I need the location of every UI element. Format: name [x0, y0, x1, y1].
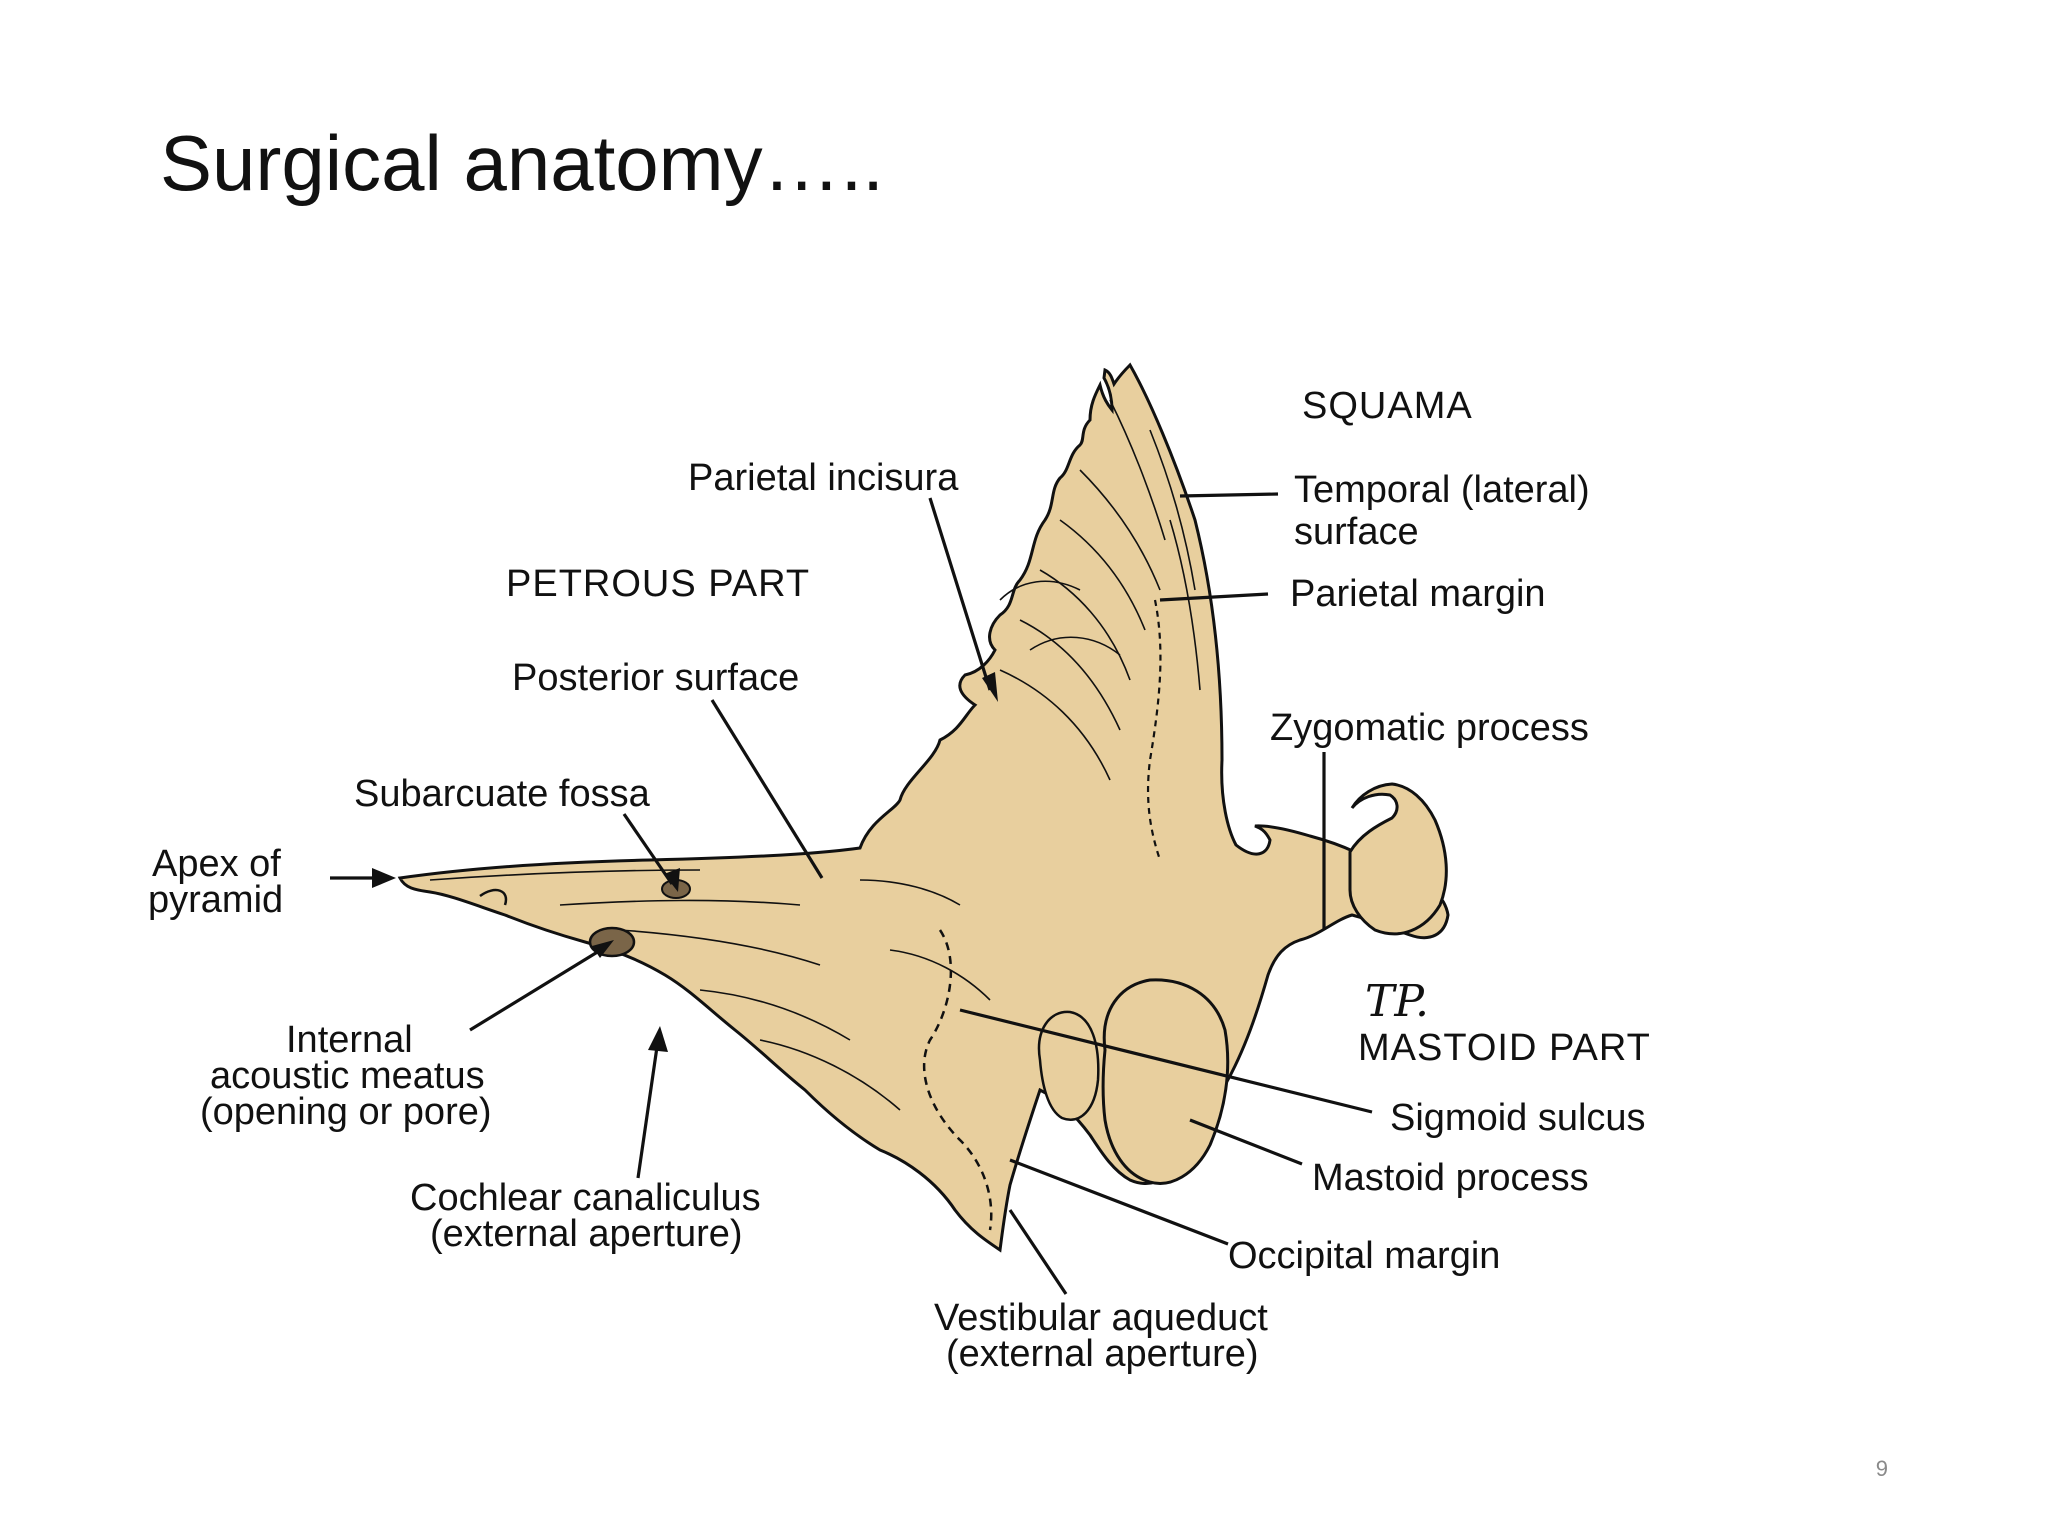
arrowhead-subarcuate-fossa: [664, 868, 680, 892]
label-parietal-incisura: Parietal incisura: [688, 457, 959, 499]
label-occipital-margin: Occipital margin: [1228, 1235, 1500, 1277]
label-zygomatic-process: Zygomatic process: [1270, 707, 1589, 749]
label-vestibular-line2: (external aperture): [946, 1333, 1259, 1375]
leader-parietal-incisura: [928, 497, 992, 691]
leader-sigmoid-sulcus: [959, 1008, 1373, 1114]
mastoid-lobe: [1037, 1010, 1100, 1121]
mastoid-process-shape: [1101, 978, 1230, 1185]
leader-lines: [330, 492, 1373, 1295]
label-internal-meatus-line2: acoustic meatus: [210, 1055, 485, 1097]
leader-internal-meatus: [469, 946, 605, 1032]
label-internal-meatus-line1: Internal: [286, 1019, 413, 1061]
label-parietal-margin: Parietal margin: [1290, 573, 1546, 615]
label-mastoid-process: Mastoid process: [1312, 1157, 1589, 1199]
petrous-shading: [429, 869, 991, 1111]
label-posterior-surface: Posterior surface: [512, 657, 799, 699]
label-apex-line2: pyramid: [148, 879, 283, 921]
label-cochlear-line2: (external aperture): [430, 1213, 743, 1255]
page-number: 9: [1875, 1456, 1888, 1481]
label-internal-meatus-line3: (opening or pore): [200, 1091, 492, 1133]
label-squama: SQUAMA: [1302, 385, 1473, 427]
leader-temporal-surface: [1179, 492, 1279, 498]
label-petrous-part: PETROUS PART: [506, 563, 810, 605]
arrowhead-cochlear-canaliculus: [648, 1026, 668, 1052]
leader-subarcuate-fossa: [622, 813, 674, 885]
figure-labels: SQUAMA Parietal incisura Temporal (later…: [148, 385, 1651, 1375]
leader-vestibular-aqueduct: [1008, 1209, 1068, 1295]
label-subarcuate-fossa: Subarcuate fossa: [354, 773, 651, 815]
label-apex-line1: Apex of: [152, 843, 281, 885]
leader-occipital-margin: [1009, 1158, 1229, 1246]
label-sigmoid-sulcus: Sigmoid sulcus: [1390, 1097, 1646, 1139]
arrowhead-apex: [372, 868, 396, 888]
label-temporal-surface-line2: surface: [1294, 511, 1419, 553]
leader-mastoid-process: [1189, 1118, 1303, 1166]
leader-posterior-surface: [710, 699, 824, 879]
label-temporal-surface-line1: Temporal (lateral): [1294, 469, 1590, 511]
label-vestibular-line1: Vestibular aqueduct: [934, 1297, 1268, 1339]
apex-notch: [479, 888, 508, 906]
squama-shading: [999, 399, 1201, 781]
label-cochlear-line1: Cochlear canaliculus: [410, 1177, 761, 1219]
zygomatic-process-shape: [1348, 782, 1448, 936]
label-mastoid-part: MASTOID PART: [1358, 1027, 1651, 1069]
leader-cochlear-canaliculus: [636, 1039, 660, 1179]
arrowhead-parietal-incisura: [982, 672, 998, 702]
leader-parietal-margin: [1159, 592, 1269, 602]
slide-title: Surgical anatomy…..: [160, 119, 884, 207]
temporal-bone-illustration: [397, 362, 1450, 1253]
artist-initials: TP.: [1365, 976, 1429, 1027]
arrowhead-internal-meatus: [592, 940, 614, 958]
